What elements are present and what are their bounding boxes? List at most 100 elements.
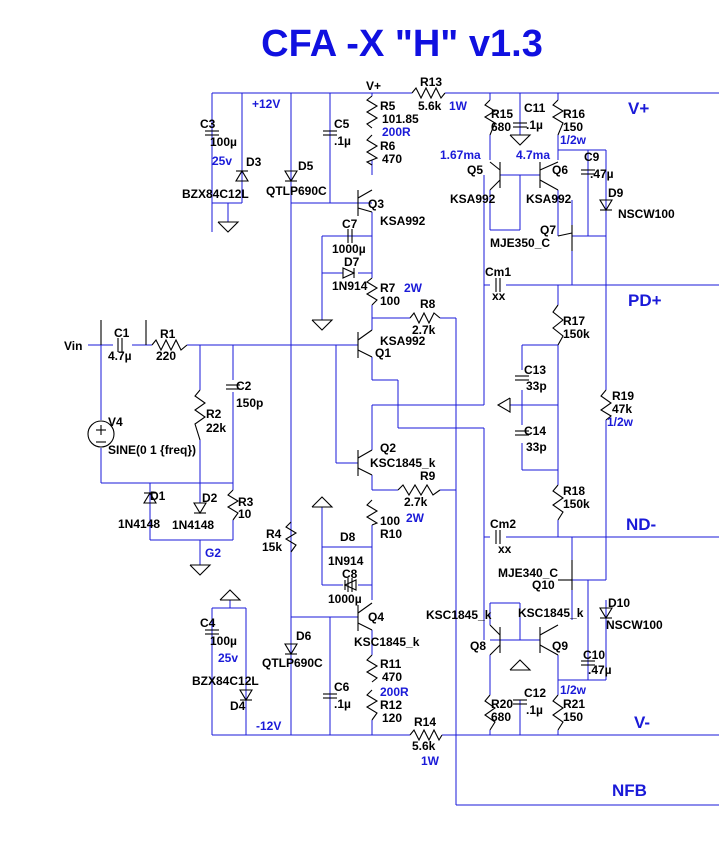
c14-ref: C14 [524, 424, 546, 438]
r15-value: 680 [491, 120, 511, 134]
d8-ref: D8 [340, 530, 356, 544]
c14-value: 33p [526, 440, 547, 454]
c4-value: 100µ [210, 634, 237, 648]
d4-ref: D4 [230, 699, 246, 713]
d7-ref: D7 [344, 255, 360, 269]
c11-ref: C11 [524, 101, 546, 115]
q6-current: 4.7ma [516, 148, 550, 162]
c10-value: .47µ [588, 663, 612, 677]
c6-ref: C6 [334, 680, 350, 694]
r3-ref: R3 [238, 495, 254, 509]
q2-ref: Q2 [380, 441, 396, 455]
q7-ref: Q7 [540, 223, 556, 237]
r16-ref: R16 [563, 107, 585, 121]
q5-value: KSA992 [450, 192, 496, 206]
c8-value: 1000µ [328, 592, 362, 606]
labels: V+ PD+ ND- V- NFB +12V -12V V+ Vin V4 SI… [64, 75, 675, 800]
wires [88, 92, 719, 806]
c6-value: .1µ [334, 697, 351, 711]
rail-label-plus12v: +12V [252, 97, 280, 111]
c13-ref: C13 [524, 363, 546, 377]
r12-ref: R12 [380, 698, 402, 712]
rail-label-pdplus: PD+ [628, 291, 662, 310]
c4-ref: C4 [200, 616, 216, 630]
r19-value: 47k [612, 402, 632, 416]
rail-label-vplus: V+ [628, 99, 649, 118]
r10-note: 2W [406, 511, 425, 525]
r6-value: 470 [382, 152, 402, 166]
v4-name: V4 [108, 415, 123, 429]
c8-ref: C8 [342, 567, 358, 581]
q8-value: KSC1845_k [426, 608, 492, 622]
r3-value: 10 [238, 507, 252, 521]
d5-ref: D5 [298, 159, 314, 173]
d1-value: 1N4148 [118, 517, 160, 531]
r20-value: 680 [491, 710, 511, 724]
r1-value: 220 [156, 349, 176, 363]
r16-note: 1/2w [560, 133, 587, 147]
r11-ref: R11 [380, 657, 402, 671]
cm1-value: xx [492, 289, 506, 303]
c7-ref: C7 [342, 217, 358, 231]
c10-ref: C10 [583, 648, 605, 662]
q9-ref: Q9 [552, 639, 568, 653]
symbols [87, 86, 613, 742]
c3-ref: C3 [200, 117, 216, 131]
q6-ref: Q6 [552, 163, 568, 177]
d2-ref: D2 [202, 491, 218, 505]
q6-value: KSA992 [526, 192, 572, 206]
c1-ref: C1 [114, 326, 130, 340]
r14-value: 5.6k [412, 739, 436, 753]
r5-value: 101.85 [382, 112, 419, 126]
r10-value: 100 [380, 514, 400, 528]
d10-value: NSCW100 [606, 618, 663, 632]
r18-ref: R18 [563, 484, 585, 498]
c2-ref: C2 [236, 379, 252, 393]
vin-label: Vin [64, 339, 82, 353]
d1-ref: D1 [150, 489, 166, 503]
r20-ref: R20 [491, 697, 513, 711]
r16-value: 150 [563, 120, 583, 134]
d3-value: BZX84C12L [182, 187, 249, 201]
c3-note: 25v [212, 154, 232, 168]
rail-label-vminus: V- [634, 713, 650, 732]
d10-ref: D10 [608, 596, 630, 610]
q1-ref: Q1 [375, 346, 391, 360]
v4-value: SINE(0 1 {freq}) [108, 443, 196, 457]
d9-value: NSCW100 [618, 207, 675, 221]
d9-ref: D9 [608, 186, 624, 200]
c11-value: .1µ [526, 118, 543, 132]
r10-ref: R10 [380, 527, 402, 541]
r13-ref: R13 [420, 75, 442, 89]
r19-ref: R19 [612, 389, 634, 403]
r7-ref: R7 [380, 281, 396, 295]
c12-value: .1µ [526, 703, 543, 717]
q4-ref: Q4 [368, 610, 384, 624]
q3-value: KSA992 [380, 214, 426, 228]
q5-ref: Q5 [467, 163, 483, 177]
schematic-title: CFA -X "H" v1.3 [261, 23, 543, 65]
r9-ref: R9 [420, 469, 436, 483]
r5-note: 200R [382, 125, 411, 139]
q7-value: MJE350_C [490, 236, 550, 250]
r4-ref: R4 [266, 527, 282, 541]
r4-value: 15k [262, 540, 282, 554]
cm2-ref: Cm2 [490, 517, 516, 531]
r11-value: 470 [382, 670, 402, 684]
r8-ref: R8 [420, 297, 436, 311]
r2-ref: R2 [206, 407, 222, 421]
r7-note: 2W [404, 281, 423, 295]
d5-value: QTLP690C [266, 184, 327, 198]
c5-value: .1µ [334, 134, 351, 148]
c3-value: 100µ [210, 135, 237, 149]
c9-value: .47µ [590, 167, 614, 181]
rail-label-vplus-small: V+ [366, 79, 381, 93]
g2-label: G2 [205, 546, 221, 560]
rail-label-minus12v: -12V [256, 719, 281, 733]
r7-value: 100 [380, 294, 400, 308]
r21-value: 150 [563, 710, 583, 724]
cm2-value: xx [498, 542, 512, 556]
r19-note: 1/2w [607, 415, 634, 429]
r13-value: 5.6k [418, 99, 442, 113]
